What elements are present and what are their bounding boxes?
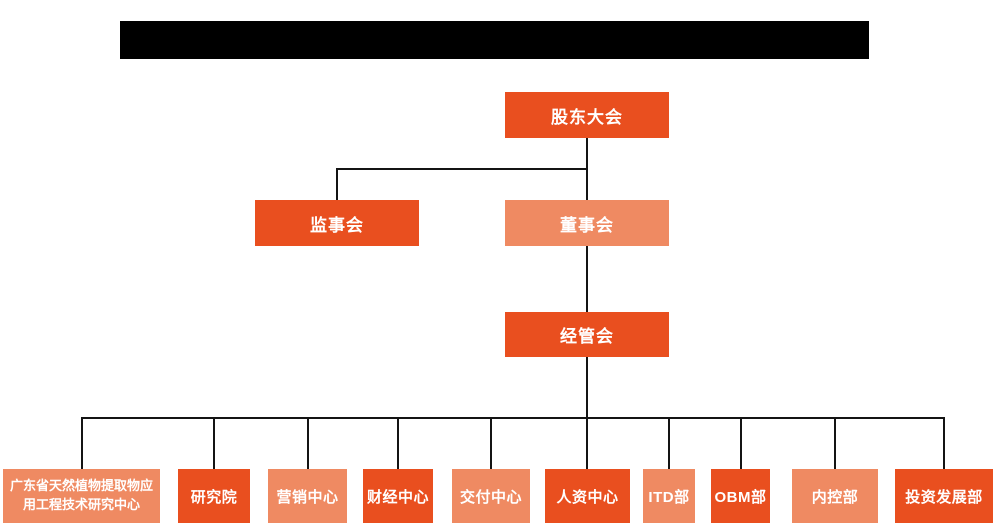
org-node-investment-development-department: 投资发展部 (895, 469, 993, 523)
org-node-obm-department: OBM部 (711, 469, 770, 523)
org-node-management-committee: 经管会 (505, 312, 669, 357)
org-node-itd-department: ITD部 (643, 469, 695, 523)
org-node-shareholders-meeting: 股东大会 (505, 92, 669, 138)
org-node-marketing-center: 营销中心 (268, 469, 347, 523)
redacted-title-bar (120, 21, 869, 59)
org-node-board-of-directors: 董事会 (505, 200, 669, 246)
org-node-research-institute: 研究院 (178, 469, 250, 523)
org-node-delivery-center: 交付中心 (452, 469, 530, 523)
org-node-supervisory-board: 监事会 (255, 200, 419, 246)
org-node-guangdong-research-center: 广东省天然植物提取物应用工程技术研究中心 (3, 469, 160, 523)
org-node-internal-control-department: 内控部 (792, 469, 878, 523)
org-node-hr-center: 人资中心 (545, 469, 630, 523)
org-node-finance-center: 财经中心 (363, 469, 433, 523)
